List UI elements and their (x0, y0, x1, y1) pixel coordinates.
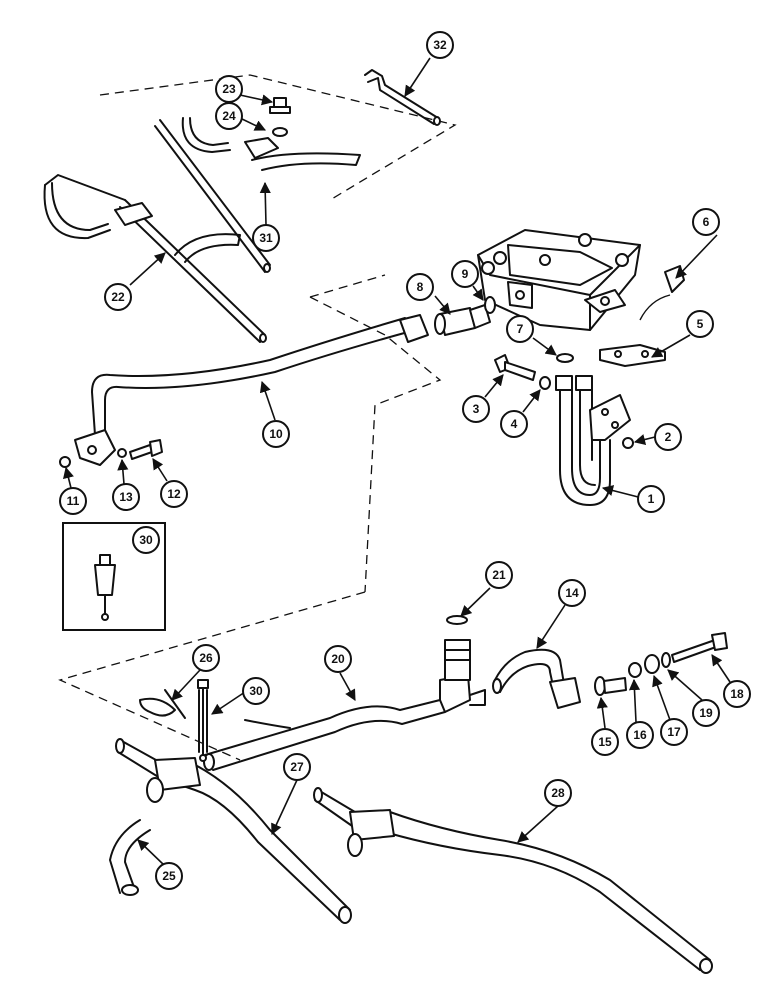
callout-11: 11 (59, 487, 87, 515)
svg-text:21: 21 (492, 568, 506, 582)
callout-4: 4 (500, 410, 528, 438)
svg-text:14: 14 (565, 586, 579, 600)
svg-text:20: 20 (331, 652, 345, 666)
seal-9 (484, 296, 496, 314)
callout-28: 28 (544, 779, 572, 807)
rod-32 (364, 69, 441, 126)
tee-pipe-27 (115, 738, 352, 924)
callout-32: 32 (426, 31, 454, 59)
svg-text:17: 17 (667, 725, 681, 739)
callout-30-inset: 30 (132, 526, 160, 554)
svg-text:12: 12 (167, 487, 181, 501)
callout-17: 17 (660, 718, 688, 746)
cylinder-head (477, 229, 641, 331)
washer-16 (628, 662, 642, 678)
callout-23: 23 (215, 75, 243, 103)
washer-13 (117, 448, 127, 458)
svg-text:1: 1 (648, 492, 655, 506)
svg-text:3: 3 (473, 402, 480, 416)
bracket-rod-22 (43, 174, 267, 343)
svg-text:6: 6 (703, 215, 710, 229)
leader-lines (63, 57, 731, 867)
nut-17 (644, 654, 660, 674)
callout-14: 14 (558, 579, 586, 607)
bolt-15 (594, 676, 627, 696)
svg-text:25: 25 (162, 869, 176, 883)
screw-6 (639, 265, 685, 321)
svg-text:18: 18 (730, 687, 744, 701)
svg-text:30: 30 (249, 684, 263, 698)
bent-pipe-14 (492, 648, 581, 709)
callout-19: 19 (692, 699, 720, 727)
bolt-18 (671, 632, 728, 663)
svg-text:22: 22 (111, 290, 125, 304)
svg-text:8: 8 (417, 280, 424, 294)
pipe-20 (203, 639, 486, 771)
callout-8: 8 (406, 273, 434, 301)
callout-18: 18 (723, 680, 751, 708)
svg-text:2: 2 (665, 430, 672, 444)
callout-5: 5 (686, 310, 714, 338)
svg-text:26: 26 (199, 651, 213, 665)
bolt-3 (494, 354, 536, 381)
callout-21: 21 (485, 561, 513, 589)
callout-13: 13 (112, 483, 140, 511)
callout-24: 24 (215, 102, 243, 130)
callout-6: 6 (692, 208, 720, 236)
svg-text:15: 15 (598, 735, 612, 749)
injector-30 (197, 679, 209, 762)
svg-text:31: 31 (259, 231, 273, 245)
callout-10: 10 (262, 420, 290, 448)
svg-text:10: 10 (269, 427, 283, 441)
svg-text:13: 13 (119, 490, 133, 504)
callout-26: 26 (192, 644, 220, 672)
callout-12: 12 (160, 480, 188, 508)
callout-16: 16 (626, 721, 654, 749)
svg-text:7: 7 (517, 322, 524, 336)
svg-text:32: 32 (433, 38, 447, 52)
o-ring-11 (59, 456, 71, 468)
callout-27: 27 (283, 753, 311, 781)
lock-plate-5 (599, 344, 666, 367)
callout-25: 25 (155, 862, 183, 890)
callout-9: 9 (451, 260, 479, 288)
o-ring-2 (622, 437, 634, 449)
hose-25 (109, 819, 151, 896)
tee-pipe-28 (313, 787, 713, 974)
callout-31: 31 (252, 224, 280, 252)
svg-text:9: 9 (462, 267, 469, 281)
bracket-rod-31 (154, 97, 361, 273)
svg-text:5: 5 (697, 317, 704, 331)
u-pipe-1 (555, 375, 631, 506)
callout-7: 7 (506, 315, 534, 343)
callout-30: 30 (242, 677, 270, 705)
seal-7 (556, 353, 574, 363)
adapter-8 (434, 304, 491, 336)
svg-text:24: 24 (222, 109, 236, 123)
callout-15: 15 (591, 728, 619, 756)
dashed-group-lines (58, 74, 457, 761)
svg-text:11: 11 (67, 494, 80, 508)
callout-2: 2 (654, 423, 682, 451)
callout-3: 3 (462, 395, 490, 423)
o-ring-21 (446, 615, 468, 625)
svg-text:28: 28 (551, 786, 565, 800)
svg-text:23: 23 (222, 82, 236, 96)
svg-text:27: 27 (290, 760, 304, 774)
callout-20: 20 (324, 645, 352, 673)
washer-19 (661, 652, 671, 668)
pipe-10 (74, 314, 429, 466)
svg-text:16: 16 (633, 728, 647, 742)
callout-22: 22 (104, 283, 132, 311)
svg-text:4: 4 (511, 417, 518, 431)
clip-26 (139, 689, 186, 719)
svg-text:30: 30 (139, 533, 153, 547)
washer-4 (539, 376, 551, 390)
inset-box (62, 522, 166, 631)
callout-1: 1 (637, 485, 665, 513)
bolt-12 (129, 439, 163, 460)
svg-text:19: 19 (699, 706, 713, 720)
